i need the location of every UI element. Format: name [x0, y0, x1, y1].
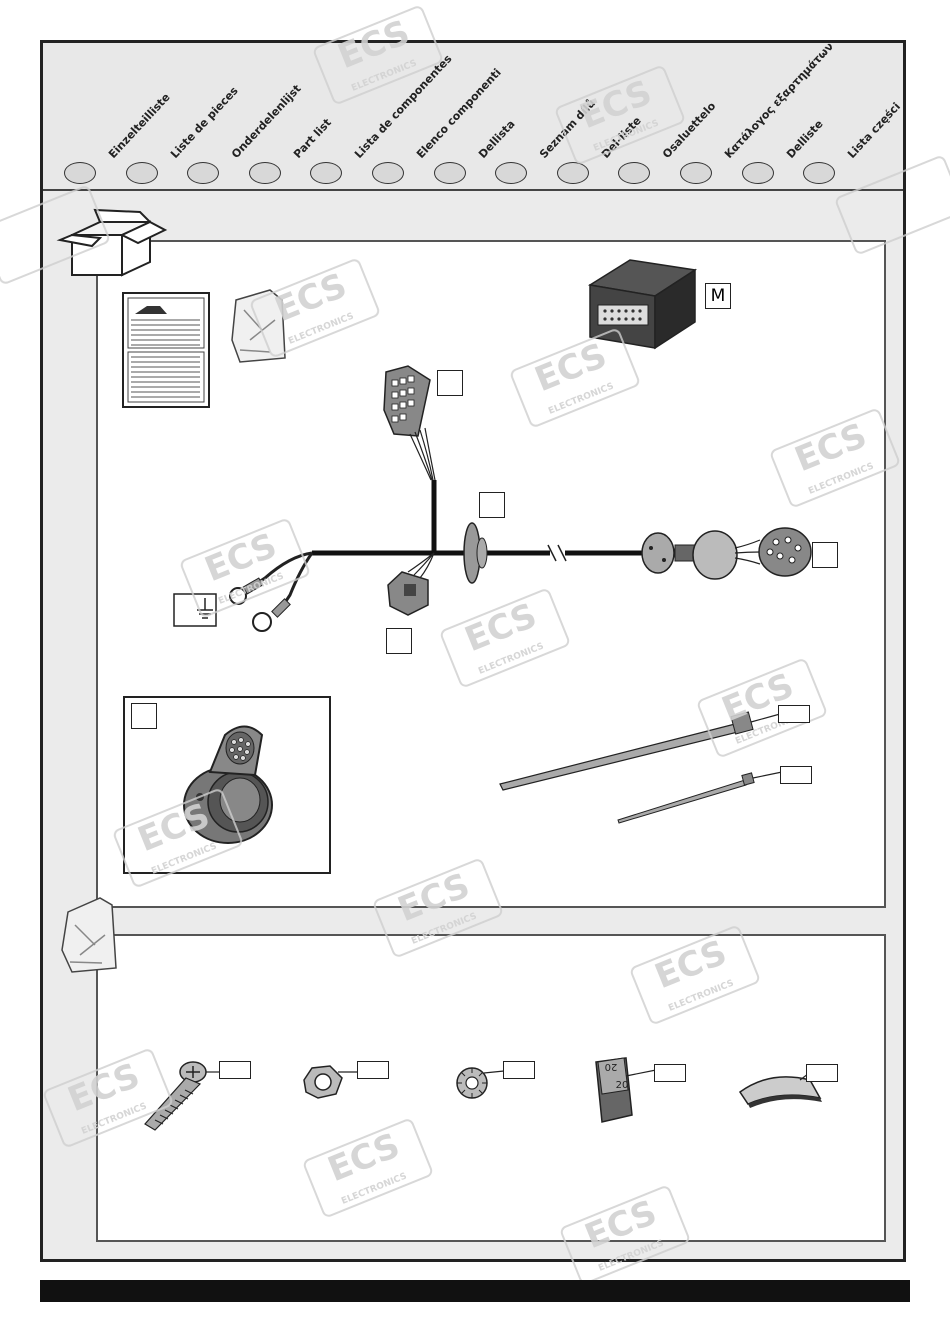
- grommet-icon: [463, 522, 488, 584]
- qty-tag-lock-washer: [503, 1061, 535, 1079]
- socket-plug-icon: [758, 527, 812, 577]
- cable-tie-short-icon: [617, 771, 783, 824]
- language-checkbox[interactable]: [495, 162, 528, 184]
- qty-tag-cable-tie-short: [780, 766, 812, 784]
- qty-box-connector: [437, 370, 463, 396]
- language-checkbox[interactable]: [556, 162, 589, 184]
- footer-bar: [40, 1280, 910, 1302]
- qty-tag-adhesive-pad: [806, 1064, 838, 1082]
- bag-small-parts-icon: [61, 897, 117, 973]
- watermark-logos: [0, 6, 950, 1284]
- language-checkbox[interactable]: [310, 162, 343, 184]
- lock-washer-icon: [456, 1067, 505, 1099]
- fuse-value-bottom: 20: [616, 1080, 629, 1091]
- screw-icon: [144, 1061, 222, 1131]
- language-checkbox[interactable]: [248, 162, 281, 184]
- trailer-socket-icon: [183, 725, 273, 844]
- adhesive-pad-icon: [738, 1073, 822, 1108]
- box-icon: [56, 208, 168, 277]
- language-checkbox[interactable]: [680, 162, 712, 184]
- small-connector-icon: [387, 571, 429, 616]
- language-checkbox[interactable]: [803, 162, 836, 184]
- module-label: M: [705, 283, 731, 309]
- language-checkbox[interactable]: [741, 162, 774, 184]
- module-icon: [587, 259, 698, 350]
- language-checkbox[interactable]: [64, 162, 96, 184]
- language-checkbox[interactable]: [433, 162, 466, 184]
- cable-tie-long-icon: [499, 711, 781, 791]
- instruction-sheet-icon: [122, 292, 210, 408]
- language-checkbox[interactable]: [372, 162, 404, 184]
- qty-box-trailer-socket: [131, 703, 157, 729]
- qty-tag-nut: [357, 1061, 389, 1079]
- qty-box-small-connector: [386, 628, 412, 654]
- language-checkbox[interactable]: [187, 162, 220, 184]
- fuse-value-top: 20: [605, 1061, 618, 1072]
- qty-tag-screw: [219, 1061, 251, 1079]
- language-checkbox[interactable]: [125, 162, 158, 184]
- vehicle-connector-icon: [383, 365, 431, 437]
- nut-icon: [303, 1065, 358, 1099]
- qty-box-grommet: [479, 492, 505, 518]
- qty-tag-cable-tie-long: [778, 705, 810, 723]
- qty-tag-fuse: [654, 1064, 686, 1082]
- bag-icon: [231, 289, 286, 363]
- qty-box-socket-plug: [812, 542, 838, 568]
- socket-seal-icon: [641, 530, 738, 580]
- wiring-harness: [229, 365, 812, 632]
- ring-terminal-icon: [229, 577, 291, 632]
- fuse-icon: [595, 1057, 657, 1123]
- language-checkbox[interactable]: [618, 162, 651, 184]
